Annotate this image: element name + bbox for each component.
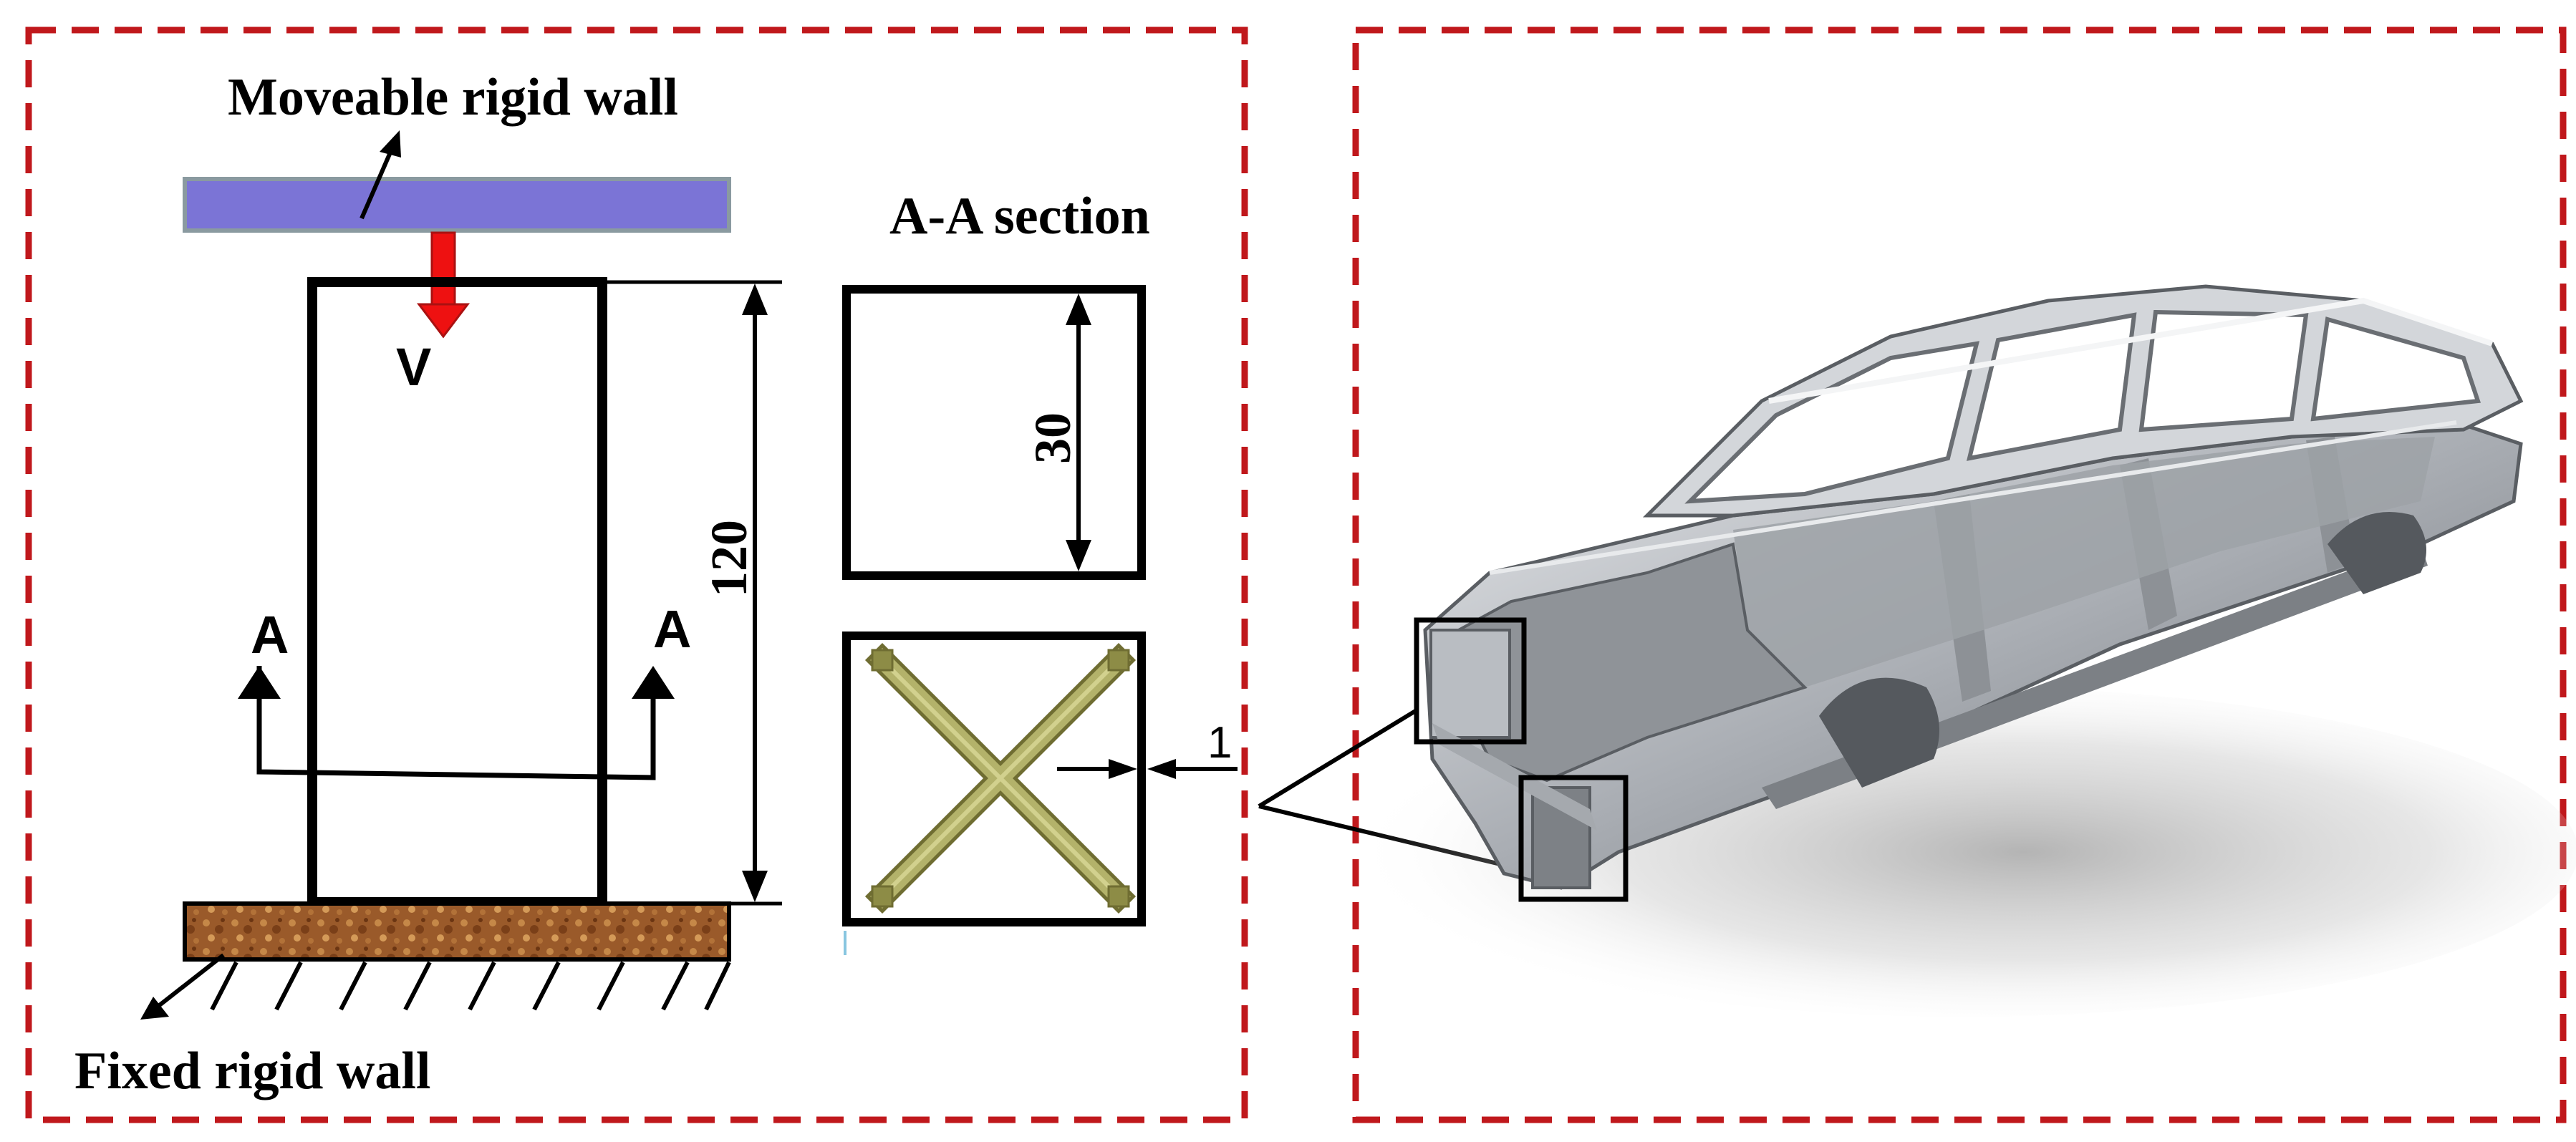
moveable-rigid-wall <box>183 177 731 233</box>
fixed-rigid-wall <box>183 901 731 962</box>
moveable-wall-label: Moveable rigid wall <box>228 68 678 127</box>
moveable-wall-leader-arrowhead <box>380 130 401 158</box>
section-cut-arrow-right <box>632 666 675 699</box>
ground-hatching <box>210 961 731 1011</box>
right-panel-border <box>1352 26 2567 1123</box>
thickness-dim-arrow-right <box>1147 759 1176 779</box>
section-ribbed-square <box>842 632 1146 926</box>
section-title: A-A section <box>889 187 1150 246</box>
section-marker-right: A <box>653 599 691 659</box>
left-panel-border <box>25 26 1248 1123</box>
thickness-dim-label: 1 <box>1207 718 1232 768</box>
width-dim-label: 30 <box>1024 412 1081 464</box>
height-dim-arrow-bottom <box>742 871 768 902</box>
fixed-wall-leader-arrowhead <box>140 997 169 1020</box>
height-dim-arrow-top <box>742 284 768 315</box>
velocity-arrow-shaft <box>430 231 456 306</box>
fixed-wall-leader <box>156 953 225 1009</box>
section-cut-arrow-left <box>238 666 281 699</box>
velocity-arrow-head <box>416 303 471 339</box>
velocity-label: V <box>396 337 431 397</box>
thickness-dim-arrow-left <box>1109 759 1137 779</box>
section-outer-square <box>842 285 1146 580</box>
tube-front-view <box>307 277 607 907</box>
section-cut-line <box>256 666 656 780</box>
car-body-image <box>1346 284 2576 1017</box>
fixed-wall-label: Fixed rigid wall <box>74 1042 430 1100</box>
crash-box-highlight-upper <box>1414 617 1527 745</box>
width-dim-arrow-top <box>1066 294 1091 325</box>
crash-box-highlight-lower <box>1518 775 1629 902</box>
section-marker-left: A <box>251 605 289 664</box>
width-dim-arrow-bottom <box>1066 540 1091 571</box>
connector-line-upper <box>1258 708 1418 808</box>
height-dim-label: 120 <box>700 520 758 597</box>
cross-ribs <box>864 642 1137 914</box>
moveable-wall-leader <box>360 146 395 220</box>
